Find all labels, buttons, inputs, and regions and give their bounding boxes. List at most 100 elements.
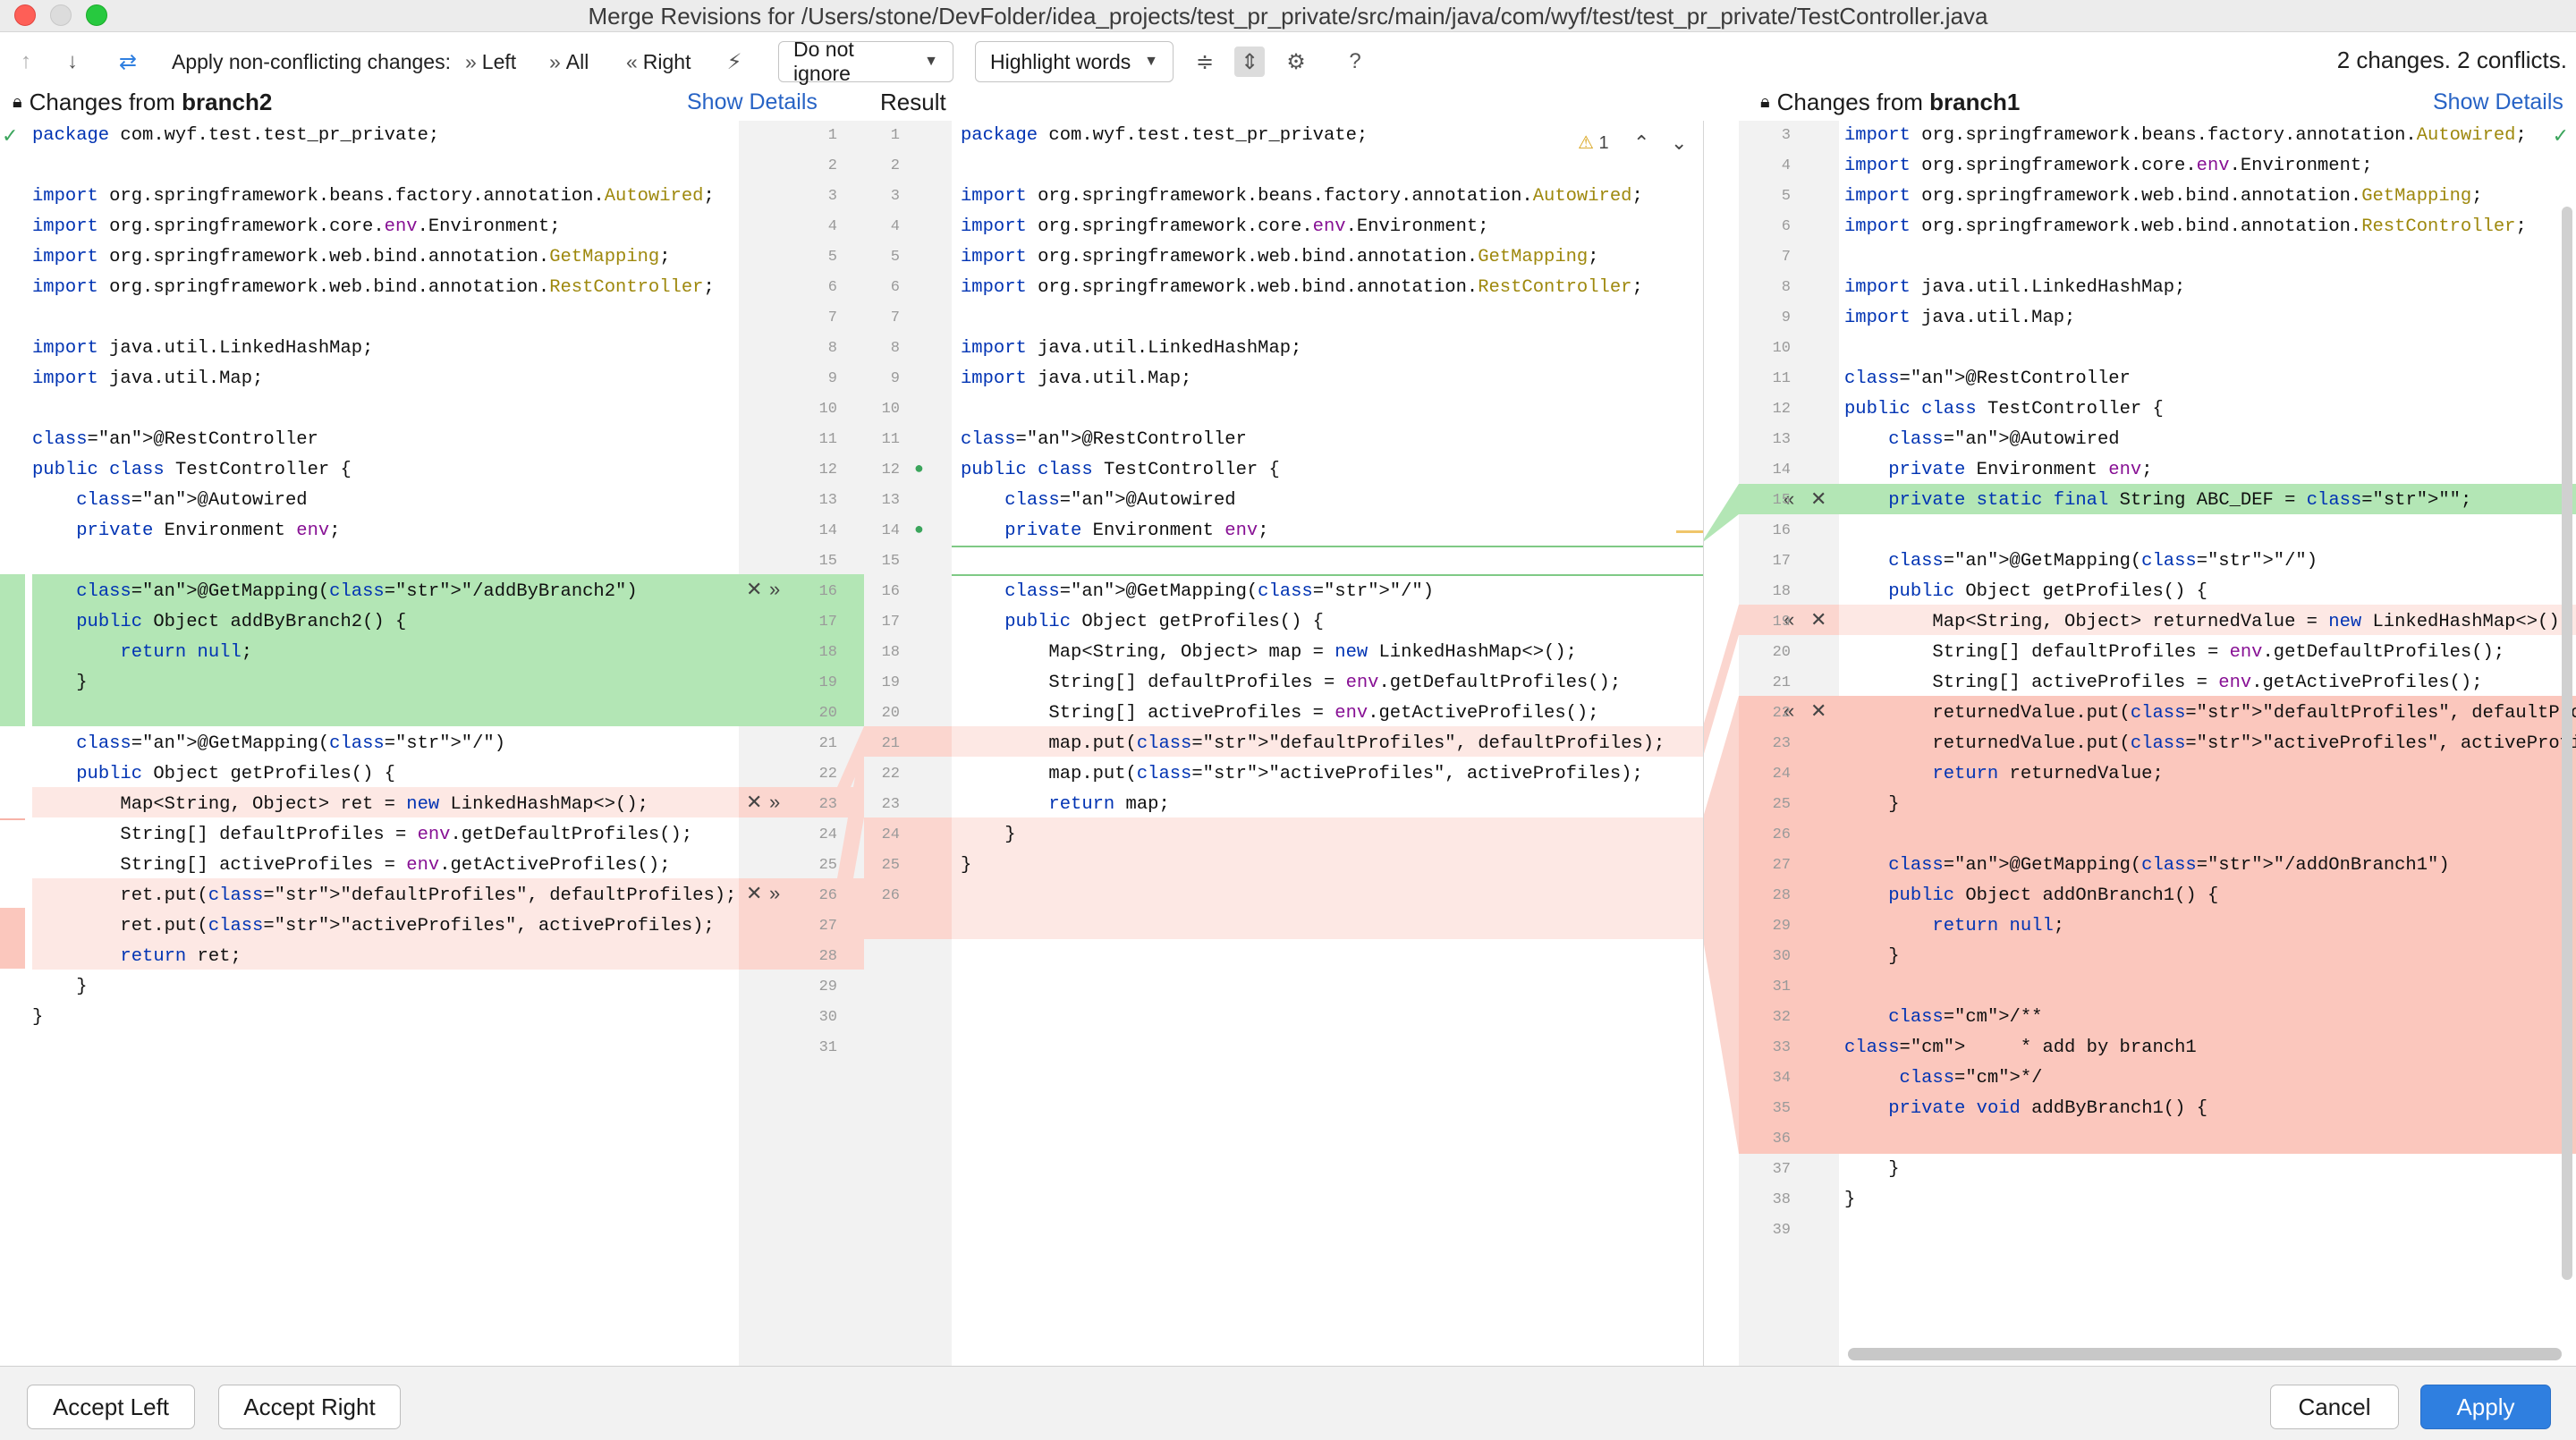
horizontal-scrollbar[interactable]	[1848, 1348, 2562, 1360]
code-line: private Environment env;	[76, 521, 341, 541]
lock-icon: 🔒︎	[1760, 91, 1770, 112]
line-number: 9	[827, 370, 837, 387]
line-number: 6	[827, 279, 837, 296]
down-arrow-icon[interactable]: ↓	[67, 49, 78, 73]
line-number: 6	[890, 279, 900, 296]
up-arrow-icon[interactable]: ↑	[21, 49, 31, 73]
line-number: 11	[818, 431, 837, 448]
whitespace-select[interactable]: Do not ignore▼	[778, 38, 953, 85]
code-line: ret.put(class="str">"defaultProfiles", d…	[32, 885, 737, 906]
line-number: 10	[1772, 340, 1791, 357]
close-icon[interactable]: ✕	[746, 578, 763, 600]
code-line: import org.springframework.web.bind.anno…	[1844, 216, 2527, 237]
line-number: 2	[890, 157, 900, 174]
close-icon[interactable]: ✕	[1810, 487, 1827, 510]
close-icon[interactable]: ✕	[1810, 699, 1827, 722]
line-number: 30	[1772, 948, 1791, 965]
code-line: import java.util.Map;	[32, 368, 264, 389]
line-number: 16	[1772, 522, 1791, 539]
code-line: import org.springframework.web.bind.anno…	[1844, 186, 2483, 207]
line-number: 26	[818, 887, 837, 904]
gear-icon[interactable]: ⚙	[1286, 49, 1306, 74]
accept-right-button[interactable]: Accept Right	[218, 1385, 401, 1429]
wand-icon[interactable]: ⚡	[726, 49, 742, 74]
line-number: 28	[818, 948, 837, 965]
left-show-details-link[interactable]: Show Details	[687, 89, 818, 114]
magic-resolve-icon[interactable]: ⇄	[118, 49, 138, 74]
line-number: 13	[881, 492, 900, 509]
line-number: 21	[818, 735, 837, 752]
result-editor[interactable]: ⚠ 1 ⌃ ⌄ package com.wyf.test.test_pr_pri…	[952, 121, 1703, 1366]
close-icon[interactable]: ✕	[746, 791, 763, 813]
line-number: 9	[890, 370, 900, 387]
chevron-up-icon[interactable]: ⌃	[1633, 131, 1650, 154]
code-line: private Environment env;	[1888, 460, 2153, 480]
double-chevron-right-icon[interactable]: »	[769, 882, 781, 904]
line-number: 11	[1772, 370, 1791, 387]
code-line: import org.springframework.core.env.Envi…	[961, 216, 1489, 237]
line-number: 8	[1781, 279, 1791, 296]
apply-left-label: Left	[481, 49, 517, 73]
line-number: 22	[881, 766, 900, 783]
double-chevron-right-icon[interactable]: »	[769, 791, 781, 813]
code-line: return ret;	[120, 946, 242, 967]
line-number: 11	[881, 431, 900, 448]
code-line: String[] activeProfiles = env.getActiveP…	[961, 703, 1599, 724]
right-conflict-1	[1839, 605, 2576, 635]
apply-all-button[interactable]: »All	[549, 36, 589, 88]
apply-right-button[interactable]: «Right	[626, 36, 691, 88]
line-number: 30	[818, 1009, 837, 1026]
line-number: 14	[881, 522, 900, 539]
maximize-window-button[interactable]	[86, 4, 107, 26]
line-number: 10	[818, 401, 837, 418]
double-chevron-right-icon[interactable]: »	[769, 578, 781, 600]
apply-left-button[interactable]: »Left	[465, 36, 516, 88]
code-line: String[] activeProfiles = env.getActiveP…	[1844, 673, 2483, 693]
dialog-footer: Accept Left Accept Right Cancel Apply	[0, 1366, 2576, 1440]
code-line: import org.springframework.web.bind.anno…	[961, 247, 1599, 267]
center-change-marker	[1676, 530, 1703, 533]
line-number: 27	[1772, 857, 1791, 874]
line-number: 26	[1772, 826, 1791, 843]
line-number: 19	[1772, 614, 1791, 631]
accept-left-button[interactable]: Accept Left	[27, 1385, 195, 1429]
highlight-select[interactable]: Highlight words▼	[975, 41, 1174, 82]
vertical-scrollbar[interactable]	[2562, 207, 2572, 1280]
right-show-details-link[interactable]: Show Details	[2433, 89, 2563, 114]
chevron-down-icon[interactable]: ⌄	[1671, 131, 1688, 154]
line-number: 3	[890, 188, 900, 205]
double-chevron-left-icon[interactable]: «	[1784, 487, 1795, 510]
cancel-button[interactable]: Cancel	[2270, 1385, 2399, 1429]
sync-scroll-icon[interactable]: ⇕	[1234, 47, 1265, 77]
apply-right-label: Right	[642, 49, 691, 73]
chevron-down-icon: ▼	[924, 54, 938, 69]
code-line: import org.springframework.beans.factory…	[1844, 125, 2527, 146]
close-icon[interactable]: ✕	[1810, 608, 1827, 631]
left-pane-header: 🔒︎ Changes from branch2	[13, 86, 272, 118]
line-number: 4	[1781, 157, 1791, 174]
right-editor[interactable]: ✓ import org.springframework.beans.facto…	[1839, 121, 2576, 1366]
code-line: public Object getProfiles() {	[1004, 612, 1324, 632]
code-line: import org.springframework.core.env.Envi…	[32, 216, 561, 237]
right-pane-header: 🔒︎ Changes from branch1	[1760, 86, 2020, 118]
line-number: 12	[818, 462, 837, 479]
close-icon[interactable]: ✕	[746, 882, 763, 904]
double-chevron-left-icon[interactable]: «	[1784, 608, 1795, 631]
line-number: 5	[890, 249, 900, 266]
line-number: 5	[1781, 188, 1791, 205]
code-line: class="cm">*/	[1899, 1068, 2043, 1088]
code-line: import org.springframework.core.env.Envi…	[1844, 156, 2373, 176]
close-window-button[interactable]	[14, 4, 36, 26]
center-gutter-conflict-2	[864, 817, 952, 939]
left-editor[interactable]: ✓ package com.wyf.test.test_pr_private;i…	[0, 121, 739, 1366]
code-line: }	[32, 1007, 44, 1028]
minimize-window-button[interactable]	[50, 4, 72, 26]
collapse-icon[interactable]: ≑	[1195, 49, 1215, 74]
warning-indicator[interactable]: ⚠ 1	[1578, 128, 1609, 158]
code-line: import org.springframework.web.bind.anno…	[961, 277, 1643, 298]
double-chevron-left-icon[interactable]: «	[1784, 699, 1795, 722]
line-number: 18	[881, 644, 900, 661]
apply-button[interactable]: Apply	[2420, 1385, 2551, 1429]
lock-icon: 🔒︎	[13, 91, 22, 112]
help-icon[interactable]: ?	[1349, 49, 1361, 73]
